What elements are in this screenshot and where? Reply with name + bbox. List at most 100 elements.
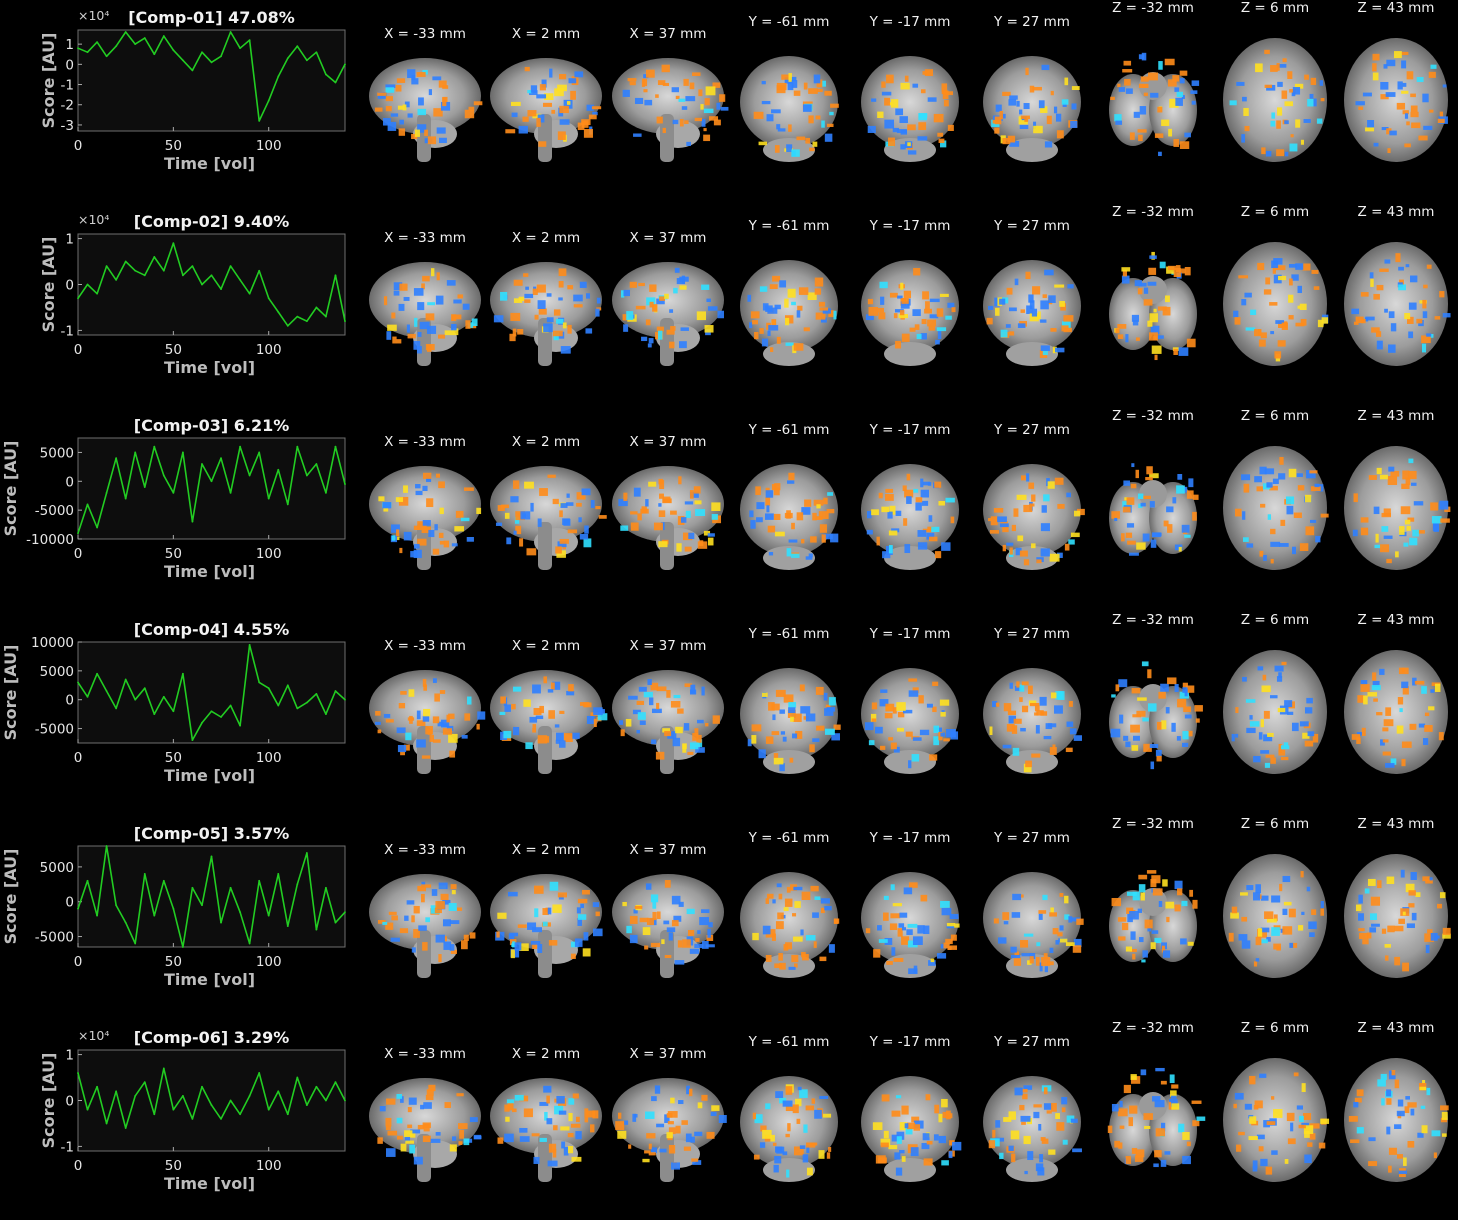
positive-activation (1249, 1075, 1256, 1085)
positive-activation (1060, 303, 1066, 311)
positive-activation (1243, 107, 1249, 116)
negative-activation (758, 749, 766, 759)
negative-activation (656, 1123, 665, 1128)
time-course-point (86, 1108, 89, 1111)
y-tick-label: -5000 (35, 503, 74, 519)
positive-activation (945, 1110, 951, 1120)
positive-activation (433, 739, 441, 743)
negative-activation (697, 739, 703, 747)
positive-activation (559, 73, 567, 80)
negative-activation (667, 731, 677, 739)
cerebellum (884, 546, 936, 570)
positive-activation (768, 702, 775, 711)
negative-activation (1439, 500, 1449, 510)
positive-activation (1020, 940, 1029, 948)
positive-activation (410, 1130, 416, 1138)
positive-activation (567, 285, 574, 290)
time-course-point (77, 47, 79, 50)
positive-activation (1140, 892, 1145, 901)
positive-activation (423, 684, 428, 691)
positive-activation (688, 929, 695, 936)
positive-activation (796, 1118, 801, 1124)
positive-activation (400, 751, 405, 756)
negative-activation (1021, 953, 1031, 957)
positive-activation (1234, 508, 1242, 517)
y-tick-label: 0 (65, 895, 74, 911)
negative-activation (706, 298, 711, 302)
positive-activation (1258, 1146, 1264, 1152)
positive-activation (1395, 551, 1399, 558)
positive-activation (773, 753, 779, 759)
time-course-point (181, 451, 184, 454)
negative-activation (1252, 1165, 1258, 1172)
negative-activation (1061, 99, 1069, 105)
time-course-point (105, 690, 108, 692)
negative-activation (1162, 950, 1171, 958)
positive-activation (775, 689, 786, 697)
brain-tissue (612, 874, 724, 950)
negative-activation (697, 930, 701, 934)
axial-brain-slice (1223, 1058, 1330, 1182)
positive-activation (438, 954, 442, 963)
positive-activation (1019, 1104, 1025, 1111)
positive-activation (790, 716, 794, 722)
negative-activation (556, 732, 564, 741)
positive-activation (1241, 916, 1248, 922)
negative-activation (473, 1134, 482, 1140)
positive-activation (911, 1116, 920, 1123)
y-tick-label: 10000 (31, 635, 74, 651)
positive-activation (929, 754, 938, 761)
positive-activation (584, 1117, 589, 1123)
positive-activation (1153, 308, 1157, 313)
positive-activation (993, 918, 999, 924)
time-course-point (86, 283, 89, 286)
time-course-point (96, 41, 98, 44)
positive-activation (1118, 936, 1126, 941)
axial-brain-slice (1223, 446, 1329, 570)
positive-activation (1000, 521, 1008, 525)
positive-activation (791, 954, 799, 963)
positive-activation (1405, 883, 1415, 893)
positive-activation (1442, 933, 1451, 939)
negative-activation (905, 1128, 913, 1135)
positive-activation (938, 1113, 943, 1123)
negative-activation (1356, 732, 1362, 736)
positive-activation (1405, 477, 1411, 485)
positive-activation (1440, 1105, 1449, 1111)
negative-activation (430, 1138, 441, 1143)
positive-activation (1402, 686, 1409, 695)
negative-activation (1252, 892, 1261, 901)
positive-activation (1157, 306, 1167, 311)
time-course-point (181, 672, 184, 675)
negative-activation (422, 520, 431, 526)
positive-activation (432, 716, 440, 724)
negative-activation (393, 290, 400, 296)
negative-activation (1068, 916, 1073, 923)
negative-activation (448, 903, 457, 911)
positive-activation (934, 551, 942, 559)
time-course-point (191, 265, 194, 268)
positive-activation (705, 723, 709, 727)
positive-activation (1259, 550, 1264, 557)
negative-activation (899, 912, 908, 918)
negative-activation (1289, 942, 1294, 948)
positive-activation (951, 307, 956, 313)
negative-activation (451, 324, 457, 331)
negative-activation (786, 1169, 790, 1178)
positive-activation (388, 911, 397, 915)
negative-activation (884, 937, 893, 945)
positive-activation (865, 928, 871, 934)
negative-activation (1403, 542, 1409, 547)
negative-activation (686, 141, 691, 147)
positive-activation (1404, 143, 1411, 148)
positive-activation (773, 513, 781, 520)
negative-activation (413, 288, 424, 296)
slice-coordinate-label: Y = -17 mm (869, 626, 951, 642)
negative-activation (922, 481, 931, 486)
positive-activation (434, 907, 442, 914)
negative-activation (1310, 519, 1317, 523)
negative-activation (568, 78, 577, 84)
time-course-point (296, 1076, 299, 1079)
negative-activation (1386, 1089, 1392, 1097)
time-course-point (201, 283, 203, 286)
